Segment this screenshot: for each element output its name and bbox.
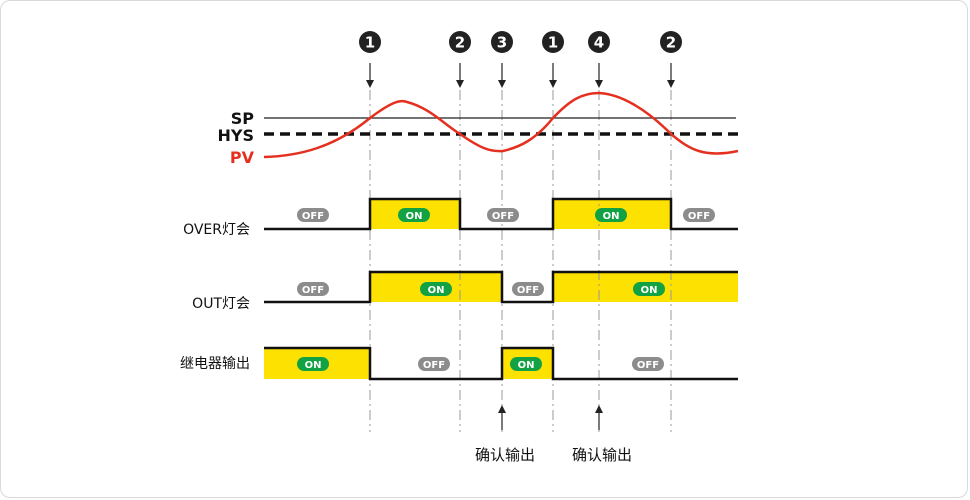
out-on-badge-2: ON [641, 285, 658, 296]
marker-2-number: 2 [455, 34, 465, 52]
out-off-badge-1: OFF [302, 285, 324, 296]
over-off-badge-1: OFF [302, 211, 324, 222]
over-off-badge-2: OFF [492, 211, 514, 222]
marker-3: 3 [491, 31, 513, 53]
confirm-output-label-2: 确认输出 [572, 446, 632, 464]
marker-5: 4 [588, 31, 610, 53]
pv-label: PV [230, 148, 255, 167]
over-badges: OFF ON OFF ON OFF [297, 208, 715, 222]
marker-3-number: 3 [497, 34, 507, 52]
out-off-badge-2: OFF [517, 285, 539, 296]
sp-label: SP [231, 109, 255, 128]
confirm-output-label-1: 确认输出 [475, 446, 535, 464]
relay-on-badge-2: ON [518, 360, 535, 371]
up-arrows [498, 405, 603, 430]
out-lamp-label: OUT灯会 [192, 296, 250, 312]
marker-2: 2 [449, 31, 471, 53]
out-lamp-waveform [264, 270, 738, 304]
guide-lines [369, 90, 672, 432]
out-on-badge-1: ON [428, 285, 445, 296]
out-badges: OFF ON OFF ON [297, 282, 665, 296]
over-lamp-waveform [264, 197, 738, 231]
marker-1: 1 [359, 31, 381, 53]
relay-off-badge-1: OFF [423, 360, 445, 371]
over-on-badge-1: ON [406, 211, 423, 222]
marker-4-number: 1 [548, 34, 558, 52]
relay-on-fills [264, 348, 553, 379]
marker-5-number: 4 [594, 34, 604, 52]
down-arrows [366, 63, 675, 88]
relay-on-badge-1: ON [305, 360, 322, 371]
over-lamp-label: OVER灯会 [183, 222, 250, 238]
relay-output-label: 继电器输出 [180, 356, 250, 372]
marker-6-number: 2 [666, 34, 676, 52]
hys-label: HYS [218, 126, 255, 145]
relay-off-badge-2: OFF [637, 360, 659, 371]
relay-badges: ON OFF ON OFF [297, 357, 664, 371]
marker-4: 1 [542, 31, 564, 53]
marker-6: 2 [660, 31, 682, 53]
relay-output-waveform [264, 346, 738, 381]
over-off-badge-3: OFF [688, 211, 710, 222]
marker-1-number: 1 [365, 34, 375, 52]
event-markers: 1 2 3 1 4 2 [359, 31, 682, 53]
pv-curve [263, 91, 739, 159]
over-on-badge-2: ON [603, 211, 620, 222]
